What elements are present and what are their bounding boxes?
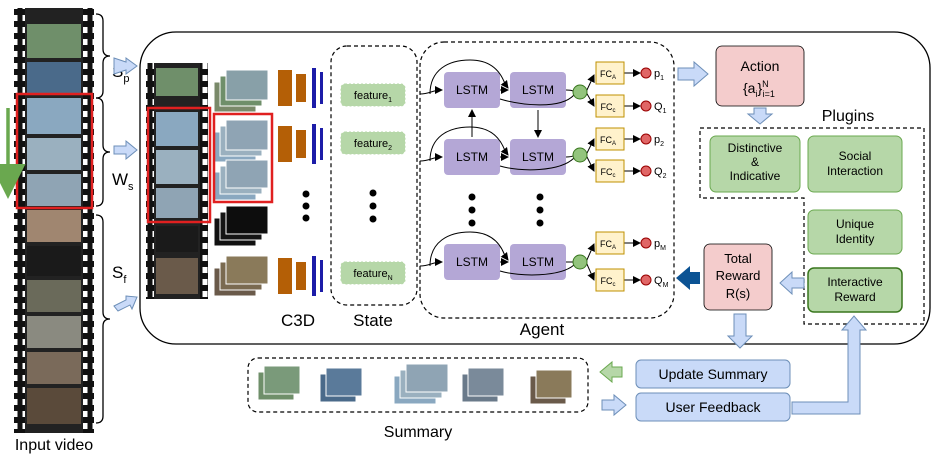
total-reward-line2: Reward <box>716 268 761 283</box>
total-reward-line1: Total <box>724 251 752 266</box>
output-q-m: QM <box>654 275 669 289</box>
update-to-summary-arrow <box>599 360 623 384</box>
segment-label-sf: Sf <box>112 263 127 286</box>
reward-down-arrow <box>726 313 754 349</box>
fc-c-1 <box>595 94 625 118</box>
lstm-label: LSTM <box>456 83 488 97</box>
agent-label: Agent <box>520 320 565 339</box>
fc-a-m <box>595 231 625 255</box>
action-box <box>715 45 805 107</box>
svg-text:feature1: feature1 <box>354 90 392 104</box>
reward-to-agent-arrow <box>676 266 700 290</box>
c3d-network <box>278 68 323 296</box>
lstm-m-1 <box>444 244 500 280</box>
svg-text:Distinctive: Distinctive <box>728 141 783 155</box>
fc-c-m <box>595 268 625 292</box>
lstm-cells <box>444 72 566 280</box>
input-block-arrows <box>113 57 138 312</box>
summary-box <box>247 357 589 413</box>
lstm-2-1 <box>444 139 500 175</box>
output-p-1: p1 <box>654 68 664 82</box>
plugins-to-reward-arrow <box>779 270 805 296</box>
fc-c-2 <box>595 159 625 183</box>
fc-a-label: FCA <box>600 239 616 251</box>
lstm-1-2 <box>510 72 566 108</box>
plugin-distinctive-indicative: Distinctive & Indicative <box>709 135 801 193</box>
window-highlight-box <box>15 92 94 210</box>
svg-text:Identity: Identity <box>836 232 875 246</box>
plugins-box <box>699 127 925 325</box>
fc-c-label: FCc <box>601 102 616 114</box>
feature-1: feature1 <box>340 83 406 107</box>
fc-c-label: FCc <box>601 167 616 179</box>
fc-a-2 <box>595 127 625 151</box>
fc-a-label: FCA <box>600 69 616 81</box>
state-label: State <box>353 311 393 330</box>
svg-text:Interaction: Interaction <box>827 164 883 178</box>
svg-text:feature2: feature2 <box>354 138 392 152</box>
segment-braces <box>95 13 111 424</box>
state-box <box>330 45 418 306</box>
svg-text:Social: Social <box>839 149 872 163</box>
window-filmstrip-highlight <box>146 106 212 224</box>
agent-box <box>419 41 675 319</box>
clip-stacks <box>213 69 269 297</box>
input-video-label: Input video <box>15 437 93 454</box>
summary-label: Summary <box>384 424 452 441</box>
main-framework-box <box>139 31 931 345</box>
to-action-arrow <box>677 60 709 88</box>
lstm-label: LSTM <box>456 150 488 164</box>
summary-clips <box>257 363 573 405</box>
segment-label-ws: Ws <box>112 170 134 193</box>
agent-dots <box>468 193 544 227</box>
fc-a-label: FCA <box>600 135 616 147</box>
svg-text:featureN: featureN <box>353 268 392 282</box>
svg-text:Indicative: Indicative <box>730 169 781 183</box>
action-label: Action <box>741 58 780 74</box>
plugin-social-interaction: Social Interaction <box>807 135 903 193</box>
input-video-filmstrip <box>14 8 94 433</box>
plugin-unique-identity: Unique Identity <box>807 209 903 255</box>
lstm-2-2 <box>510 139 566 175</box>
output-p-2: p2 <box>654 134 664 148</box>
output-dots <box>640 67 652 286</box>
lstm-label: LSTM <box>522 150 554 164</box>
plugin-interactive-reward: Interactive Reward <box>807 267 903 313</box>
svg-text:Update Summary: Update Summary <box>659 366 768 382</box>
feedback-to-plugin-arrow <box>791 315 868 415</box>
svg-text:Reward: Reward <box>834 290 875 304</box>
lstm-label: LSTM <box>456 255 488 269</box>
merge-nodes <box>572 84 588 270</box>
summary-to-feedback-arrow <box>601 393 627 417</box>
c3d-label: C3D <box>281 311 315 330</box>
svg-text:Interactive: Interactive <box>827 275 883 289</box>
update-summary-button[interactable]: Update Summary <box>635 359 791 389</box>
lstm-1-1 <box>444 72 500 108</box>
fc-a-1 <box>595 61 625 85</box>
svg-text:Unique: Unique <box>836 217 874 231</box>
total-reward-line3: R(s) <box>726 286 751 301</box>
total-reward-box <box>703 243 773 311</box>
clip-highlight-box <box>212 112 274 204</box>
feature-2: feature2 <box>340 131 406 155</box>
plugins-title: Plugins <box>822 108 874 125</box>
output-q-1: Q1 <box>654 101 667 115</box>
window-filmstrip <box>146 63 208 299</box>
fc-c-label: FCc <box>601 276 616 288</box>
output-q-2: Q2 <box>654 166 667 180</box>
feature-dots <box>369 189 377 223</box>
output-p-m: pM <box>654 238 666 252</box>
user-feedback-button[interactable]: User Feedback <box>635 392 791 422</box>
lstm-label: LSTM <box>522 255 554 269</box>
fc-layers <box>595 61 625 292</box>
lstm-label: LSTM <box>522 83 554 97</box>
lstm-m-2 <box>510 244 566 280</box>
action-down-arrow <box>746 107 774 125</box>
feature-n: featureN <box>340 261 406 285</box>
svg-text:&: & <box>751 155 759 169</box>
svg-text:User Feedback: User Feedback <box>666 399 762 415</box>
